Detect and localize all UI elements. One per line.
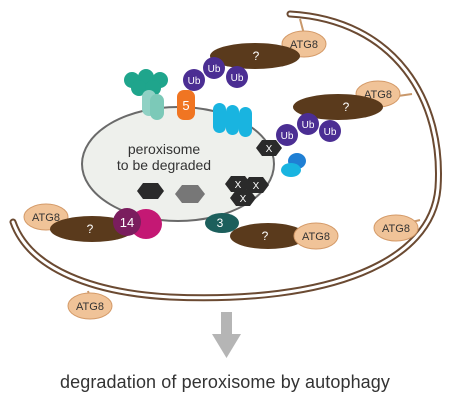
question-mark: ?: [262, 229, 269, 243]
x-label: X: [240, 194, 247, 205]
x-label: X: [253, 181, 260, 192]
ub-label: Ub: [208, 64, 221, 75]
receptor-3-label: 3: [217, 216, 224, 230]
question-mark: ?: [343, 100, 350, 114]
ub-label: Ub: [324, 127, 337, 138]
ub-label: Ub: [281, 131, 294, 142]
atg8-label: ATG8: [302, 231, 330, 243]
atg8-label: ATG8: [76, 301, 104, 313]
gray-hexagon-protein: [175, 185, 205, 203]
atg8-anchor-right-lower: ATG8: [373, 214, 421, 242]
x-label: X: [266, 144, 273, 155]
ubiquitin-chain-right: Ub Ub Ub: [276, 113, 341, 146]
diagram-caption: degradation of peroxisome by autophagy: [59, 372, 391, 392]
atg8-receptor-bottom: ? ATG8: [230, 222, 339, 250]
receptor-5-label: 5: [182, 98, 189, 113]
atg8-receptor-left: ATG8 ?: [23, 203, 134, 242]
atg8-label: ATG8: [382, 223, 410, 235]
peroxisome-label-line1: peroxisome: [128, 141, 201, 157]
receptor-question-right: ?: [293, 94, 383, 120]
x-label: X: [235, 180, 242, 191]
atg8-label: ATG8: [32, 212, 60, 224]
teal-protein-complex: [124, 69, 168, 120]
peroxisome-label-line2: to be degraded: [117, 157, 211, 173]
atg8-label: ATG8: [364, 89, 392, 101]
x-membrane-protein: X: [256, 140, 282, 156]
dark-hexagon-protein: [137, 183, 164, 199]
atg8-anchor-bottom: ATG8: [67, 290, 113, 320]
cyan-membrane-proteins: [213, 103, 252, 137]
ub-label: Ub: [302, 120, 315, 131]
receptor-3: 3: [205, 213, 239, 233]
ubiquitin-chain-top: Ub Ub Ub: [183, 57, 248, 91]
question-mark: ?: [253, 49, 260, 63]
ub-label: Ub: [231, 73, 244, 84]
ub-label: Ub: [188, 76, 201, 87]
peroxisome: peroxisome to be degraded X X X: [81, 106, 275, 222]
receptor-14-label: 14: [120, 215, 134, 230]
receptor-14: 14: [113, 208, 162, 239]
receptor-5: 5: [177, 90, 195, 120]
x-protein-cluster: X X X: [225, 176, 269, 206]
phagophore-membrane: [9, 10, 442, 302]
question-mark: ?: [87, 222, 94, 236]
blue-protein-pair: [281, 153, 306, 177]
atg8-label: ATG8: [290, 39, 318, 51]
down-arrow-icon: [212, 312, 241, 358]
receptor-question-top: ?: [210, 43, 300, 69]
